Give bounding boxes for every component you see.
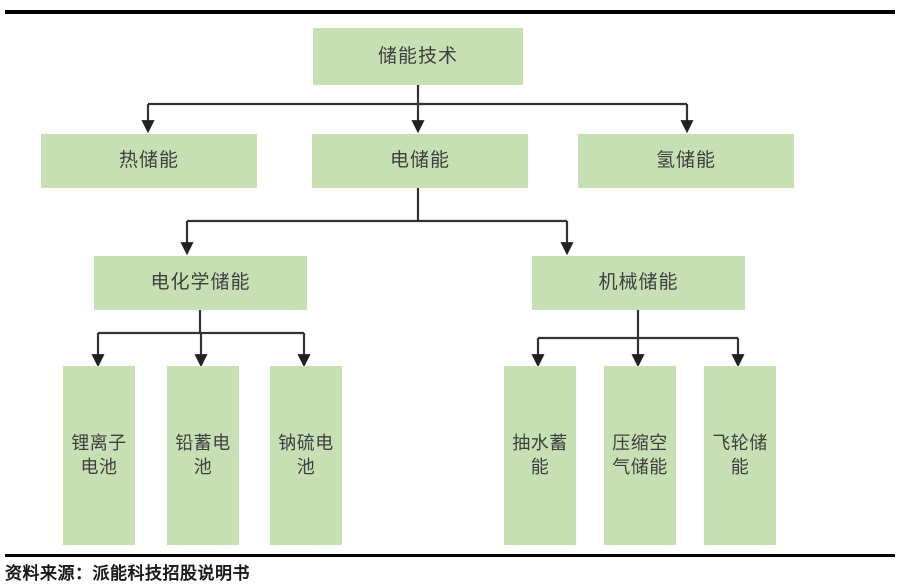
node-root[interactable]: 储能技术 [313,28,523,85]
node-thermal-storage-label: 热储能 [118,150,179,172]
node-thermal-storage[interactable]: 热储能 [41,134,257,188]
node-mechanical-storage[interactable]: 机械储能 [532,256,745,310]
node-flywheel-storage-label: 飞轮储能 [712,432,768,477]
node-lithium-ion-battery[interactable]: 锂离子电池 [63,366,135,545]
node-electric-storage-label: 电储能 [389,150,450,172]
node-lead-acid-battery-label: 铅蓄电池 [175,432,231,477]
node-lead-acid-battery[interactable]: 铅蓄电池 [167,366,239,545]
source-note: 资料来源：派能科技招股说明书 [5,564,250,584]
node-electric-storage[interactable]: 电储能 [312,134,528,188]
node-mechanical-storage-label: 机械储能 [598,272,679,294]
node-compressed-air-storage-label: 压缩空气储能 [612,432,668,477]
node-electrochemical-storage[interactable]: 电化学储能 [94,256,307,310]
node-electrochemical-storage-label: 电化学储能 [150,272,251,294]
node-sodium-sulfur-battery-label: 钠硫电池 [278,432,334,477]
node-pumped-hydro-storage-label: 抽水蓄能 [512,432,568,477]
node-hydrogen-storage-label: 氢储能 [655,150,716,172]
node-hydrogen-storage[interactable]: 氢储能 [578,134,794,188]
node-lithium-ion-battery-label: 锂离子电池 [71,432,127,477]
node-sodium-sulfur-battery[interactable]: 钠硫电池 [270,366,342,545]
node-compressed-air-storage[interactable]: 压缩空气储能 [604,366,676,545]
storage-technology-tree-diagram: 储能技术 热储能 电储能 氢储能 电化学储能 机械储能 锂离子电池 铅蓄电池 钠… [41,28,794,545]
bottom-divider-rule [5,554,895,557]
node-flywheel-storage[interactable]: 飞轮储能 [704,366,776,545]
node-root-label: 储能技术 [377,45,458,67]
top-divider-rule [5,10,895,14]
node-pumped-hydro-storage[interactable]: 抽水蓄能 [504,366,576,545]
